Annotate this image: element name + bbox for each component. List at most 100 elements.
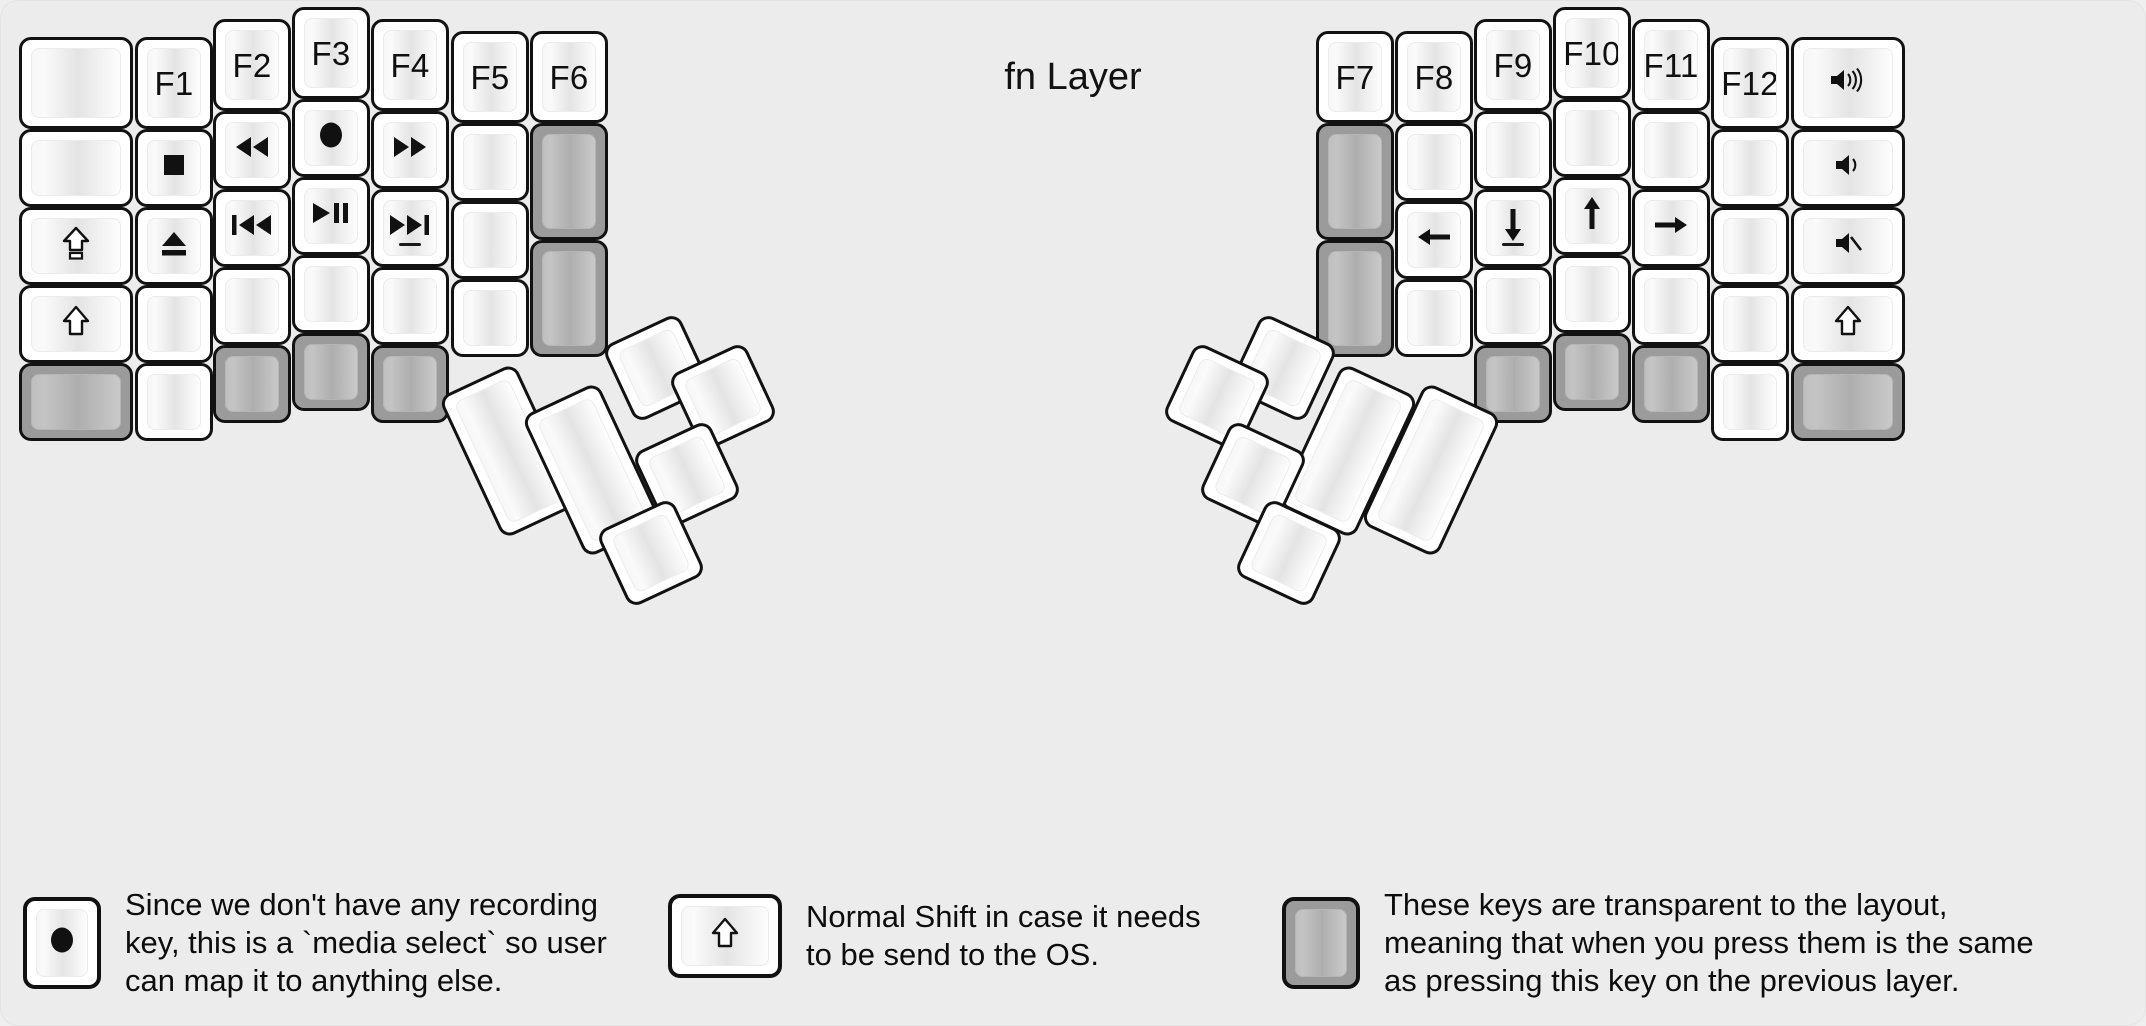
key-transparent[interactable]: [1316, 123, 1394, 240]
key-cap: [147, 140, 201, 196]
key-shift[interactable]: [1791, 285, 1905, 363]
key-rewind[interactable]: [213, 111, 291, 189]
key-blank[interactable]: [1553, 99, 1631, 177]
key-cap: [1644, 278, 1698, 334]
key-f12[interactable]: F12: [1711, 37, 1789, 129]
key-volume-up[interactable]: [1791, 37, 1905, 129]
key-f4[interactable]: F4: [371, 19, 449, 111]
key-transparent[interactable]: [530, 123, 608, 240]
legend-record-key: Since we don't have any recording key, t…: [23, 886, 607, 999]
key-transparent[interactable]: [1791, 363, 1905, 441]
key-cap: [1723, 374, 1777, 430]
shift-icon: [1834, 305, 1862, 343]
key-prev-track[interactable]: [213, 189, 291, 267]
key-arrow-down[interactable]: [1474, 189, 1552, 267]
key-arrow-right[interactable]: [1632, 189, 1710, 267]
key-transparent[interactable]: [1474, 345, 1552, 423]
key-transparent[interactable]: [1553, 333, 1631, 411]
key-blank[interactable]: [451, 123, 529, 201]
key-record[interactable]: [292, 99, 370, 177]
key-volume-mute[interactable]: [1791, 207, 1905, 285]
key-cap: [463, 212, 517, 268]
key-blank[interactable]: [1711, 363, 1789, 441]
legend-record-key-swatch: [23, 896, 101, 989]
key-cap: [1723, 140, 1777, 196]
key-blank[interactable]: [213, 267, 291, 345]
key-blank[interactable]: [135, 285, 213, 363]
key-cap: [1486, 200, 1540, 256]
key-cap: [1565, 110, 1619, 166]
key-transparent[interactable]: [371, 345, 449, 423]
key-fast-forward[interactable]: [371, 111, 449, 189]
key-transparent[interactable]: [1316, 240, 1394, 357]
key-label: F11: [1644, 46, 1698, 84]
key-arrow-left[interactable]: [1395, 201, 1473, 279]
key-f5[interactable]: F5: [451, 31, 529, 123]
key-transparent[interactable]: [213, 345, 291, 423]
key-cap: F2: [225, 30, 279, 100]
volume-mute-icon: [1833, 230, 1863, 262]
key-blank[interactable]: [135, 363, 213, 441]
eject-icon: [159, 229, 189, 263]
key-blank[interactable]: [1553, 255, 1631, 333]
key-cap: [304, 188, 358, 244]
key-cap: [225, 200, 279, 256]
key-transparent[interactable]: [1632, 345, 1710, 423]
stop-icon: [161, 152, 187, 184]
key-f3[interactable]: F3: [292, 7, 370, 99]
key-cap: F12: [1723, 48, 1777, 118]
key-blank[interactable]: [19, 37, 133, 129]
key-blank[interactable]: [1474, 267, 1552, 345]
key-blank[interactable]: [1395, 123, 1473, 201]
key-transparent[interactable]: [292, 333, 370, 411]
key-cap: [304, 344, 358, 400]
key-blank[interactable]: [1632, 111, 1710, 189]
key-blank[interactable]: [371, 267, 449, 345]
record-icon: [47, 925, 77, 961]
key-blank[interactable]: [1395, 279, 1473, 357]
key-caps-lock[interactable]: [19, 207, 133, 285]
key-transparent[interactable]: [530, 240, 608, 357]
key-shift[interactable]: [19, 285, 133, 363]
key-blank[interactable]: [19, 129, 133, 207]
key-cap: [36, 908, 88, 977]
key-f2[interactable]: F2: [213, 19, 291, 111]
key-cap: [304, 110, 358, 166]
key-cap: [1486, 278, 1540, 334]
key-f6[interactable]: F6: [530, 31, 608, 123]
key-play-pause[interactable]: [292, 177, 370, 255]
key-f11[interactable]: F11: [1632, 19, 1710, 111]
key-stop[interactable]: [135, 129, 213, 207]
key-cap: [1407, 212, 1461, 268]
key-cap: [225, 356, 279, 412]
key-cap: [1803, 218, 1893, 274]
key-blank[interactable]: [451, 201, 529, 279]
key-blank[interactable]: [1711, 207, 1789, 285]
key-volume-down[interactable]: [1791, 129, 1905, 207]
arrow-right-icon: [1653, 213, 1689, 243]
key-cap: [225, 278, 279, 334]
key-blank[interactable]: [1711, 129, 1789, 207]
record-icon: [316, 120, 346, 156]
key-cap: [383, 122, 437, 178]
key-f7[interactable]: F7: [1316, 31, 1394, 123]
key-blank[interactable]: [1632, 267, 1710, 345]
arrow-up-icon: [1580, 195, 1604, 237]
key-f1[interactable]: F1: [135, 37, 213, 129]
key-arrow-up[interactable]: [1553, 177, 1631, 255]
key-blank[interactable]: [1711, 285, 1789, 363]
key-blank[interactable]: [451, 279, 529, 357]
key-f10[interactable]: F10: [1553, 7, 1631, 99]
key-next-track[interactable]: [371, 189, 449, 267]
key-blank[interactable]: [1474, 111, 1552, 189]
key-eject[interactable]: [135, 207, 213, 285]
key-blank[interactable]: [292, 255, 370, 333]
key-f9[interactable]: F9: [1474, 19, 1552, 111]
page-title: fn Layer: [1004, 56, 1142, 98]
key-transparent[interactable]: [19, 363, 133, 441]
key-cap: [542, 134, 596, 229]
arrow-left-icon: [1416, 225, 1452, 255]
key-cap: [1803, 140, 1893, 196]
key-f8[interactable]: F8: [1395, 31, 1473, 123]
